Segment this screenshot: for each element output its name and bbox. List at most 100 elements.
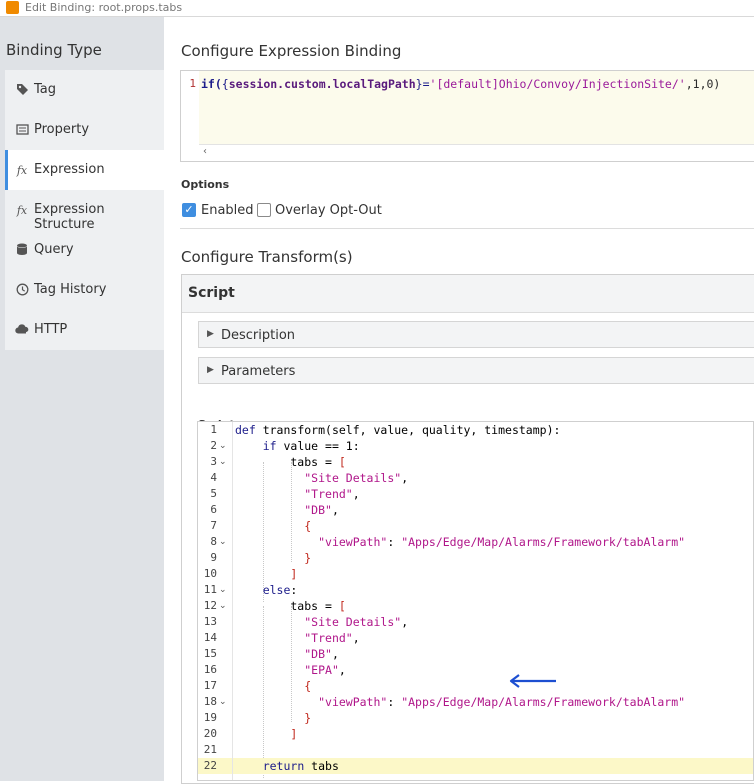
gutter-line: 18⌄ bbox=[198, 694, 232, 710]
overlay-opt-out-checkbox[interactable] bbox=[257, 203, 271, 217]
line-number: 20 bbox=[203, 727, 217, 740]
sidebar-item-http[interactable]: HTTP bbox=[5, 310, 164, 350]
sidebar-item-expression-structure[interactable]: fx Expression Structure bbox=[5, 190, 164, 232]
code-line[interactable]: tabs = [ bbox=[233, 454, 753, 470]
expression-brace-open: { bbox=[221, 77, 229, 91]
gutter-line: 20 bbox=[198, 726, 232, 742]
script-transform-header[interactable]: Script bbox=[182, 275, 754, 313]
code-line[interactable]: "Trend", bbox=[233, 486, 753, 502]
options-label: Options bbox=[181, 178, 230, 191]
database-icon bbox=[15, 243, 29, 257]
fold-chevron-icon[interactable]: ⌄ bbox=[219, 457, 227, 467]
code-line[interactable]: return tabs bbox=[233, 758, 753, 774]
expression-editor[interactable]: 1 if({session.custom.localTagPath}='[def… bbox=[180, 70, 754, 162]
options-divider bbox=[180, 228, 754, 229]
script-transform-title: Script bbox=[188, 285, 235, 301]
annotation-arrow-icon bbox=[509, 674, 556, 688]
code-line[interactable]: { bbox=[233, 678, 753, 694]
code-line-text: "Trend", bbox=[304, 487, 360, 501]
gutter-line: 5 bbox=[198, 486, 232, 502]
parameters-collapsible[interactable]: ▶ Parameters bbox=[198, 357, 754, 384]
gutter-line: 8⌄ bbox=[198, 534, 232, 550]
code-line-text: "Site Details", bbox=[304, 615, 409, 629]
code-line[interactable]: "viewPath": "Apps/Edge/Map/Alarms/Framew… bbox=[233, 694, 753, 710]
tag-icon bbox=[15, 83, 29, 97]
scroll-left-icon[interactable]: ‹ bbox=[203, 146, 207, 157]
code-line-text: "viewPath": "Apps/Edge/Map/Alarms/Framew… bbox=[318, 535, 686, 549]
line-number: 18 bbox=[203, 695, 217, 708]
fold-chevron-icon[interactable]: ⌄ bbox=[219, 697, 227, 707]
indent-guide bbox=[263, 462, 264, 602]
code-line[interactable]: if value == 1: bbox=[233, 438, 753, 454]
line-number: 1 bbox=[210, 423, 217, 436]
sidebar-item-query[interactable]: Query bbox=[5, 230, 164, 270]
code-line[interactable]: ] bbox=[233, 566, 753, 582]
line-number: 11 bbox=[203, 583, 217, 596]
cloud-icon bbox=[15, 323, 29, 337]
code-line-text: { bbox=[304, 519, 312, 533]
code-line[interactable]: "DB", bbox=[233, 646, 753, 662]
expression-code[interactable]: if({session.custom.localTagPath}='[defau… bbox=[199, 71, 754, 145]
code-line[interactable]: "DB", bbox=[233, 502, 753, 518]
gutter-line: 1 bbox=[198, 422, 232, 438]
code-line-text: ] bbox=[290, 567, 298, 581]
sidebar-item-property[interactable]: Property bbox=[5, 110, 164, 150]
sidebar-item-tag[interactable]: Tag bbox=[5, 70, 164, 110]
caret-right-icon: ▶ bbox=[207, 365, 214, 375]
script-code-area[interactable]: def transform(self, value, quality, time… bbox=[233, 422, 753, 780]
line-number: 15 bbox=[203, 647, 217, 660]
sidebar-item-label: Query bbox=[34, 242, 74, 257]
sidebar-item-label: Expression bbox=[34, 162, 105, 177]
enabled-checkbox[interactable]: ✓ bbox=[182, 203, 196, 217]
code-line[interactable]: else: bbox=[233, 582, 753, 598]
line-number: 12 bbox=[203, 599, 217, 612]
code-line[interactable]: } bbox=[233, 550, 753, 566]
sidebar-item-tag-history[interactable]: Tag History bbox=[5, 270, 164, 310]
line-number: 17 bbox=[203, 679, 217, 692]
code-line-text: "Trend", bbox=[304, 631, 360, 645]
code-line[interactable]: tabs = [ bbox=[233, 598, 753, 614]
code-line[interactable]: def transform(self, value, quality, time… bbox=[233, 422, 753, 438]
code-line[interactable]: } bbox=[233, 710, 753, 726]
code-line[interactable]: "Site Details", bbox=[233, 614, 753, 630]
binding-type-sidebar: Binding Type Tag Property fx Expression … bbox=[0, 17, 164, 781]
code-line[interactable] bbox=[233, 742, 753, 758]
expression-string: '[default]Ohio/Convoy/InjectionSite/' bbox=[429, 77, 686, 91]
expression-property-path: session.custom.localTagPath bbox=[228, 77, 416, 91]
code-line[interactable]: { bbox=[233, 518, 753, 534]
sidebar-item-label: HTTP bbox=[34, 322, 68, 337]
fold-chevron-icon[interactable]: ⌄ bbox=[219, 441, 227, 451]
line-number: 6 bbox=[210, 503, 217, 516]
gutter-line: 19 bbox=[198, 710, 232, 726]
fold-chevron-icon[interactable]: ⌄ bbox=[219, 585, 227, 595]
expression-args: ,1,0) bbox=[685, 77, 721, 91]
gutter-line: 21 bbox=[198, 742, 232, 758]
code-line[interactable]: "viewPath": "Apps/Edge/Map/Alarms/Framew… bbox=[233, 534, 753, 550]
expression-line-number: 1 bbox=[181, 71, 199, 161]
sidebar-item-expression[interactable]: fx Expression bbox=[5, 150, 164, 190]
line-number: 2 bbox=[210, 439, 217, 452]
code-line[interactable]: "Site Details", bbox=[233, 470, 753, 486]
line-number: 10 bbox=[203, 567, 217, 580]
description-collapsible[interactable]: ▶ Description bbox=[198, 321, 754, 348]
gutter-line: 4 bbox=[198, 470, 232, 486]
code-line-text: else: bbox=[262, 583, 298, 597]
gutter-line: 10 bbox=[198, 566, 232, 582]
fx-icon: fx bbox=[16, 164, 28, 177]
fold-chevron-icon[interactable]: ⌄ bbox=[219, 601, 227, 611]
code-line[interactable]: "Trend", bbox=[233, 630, 753, 646]
fold-chevron-icon[interactable]: ⌄ bbox=[219, 537, 227, 547]
parameters-label: Parameters bbox=[221, 364, 296, 379]
code-line-text: "viewPath": "Apps/Edge/Map/Alarms/Framew… bbox=[318, 695, 686, 709]
gutter-line: 22 bbox=[198, 758, 232, 774]
code-line[interactable]: ] bbox=[233, 726, 753, 742]
gutter-line: 16 bbox=[198, 662, 232, 678]
app-icon bbox=[6, 1, 19, 14]
property-icon bbox=[15, 123, 29, 137]
code-line[interactable]: "EPA", bbox=[233, 662, 753, 678]
expression-horizontal-scrollbar[interactable]: ‹ bbox=[199, 144, 754, 161]
expression-operator: = bbox=[422, 77, 430, 91]
overlay-opt-out-label: Overlay Opt-Out bbox=[275, 203, 382, 218]
sidebar-item-label: Expression Structure bbox=[34, 202, 105, 232]
